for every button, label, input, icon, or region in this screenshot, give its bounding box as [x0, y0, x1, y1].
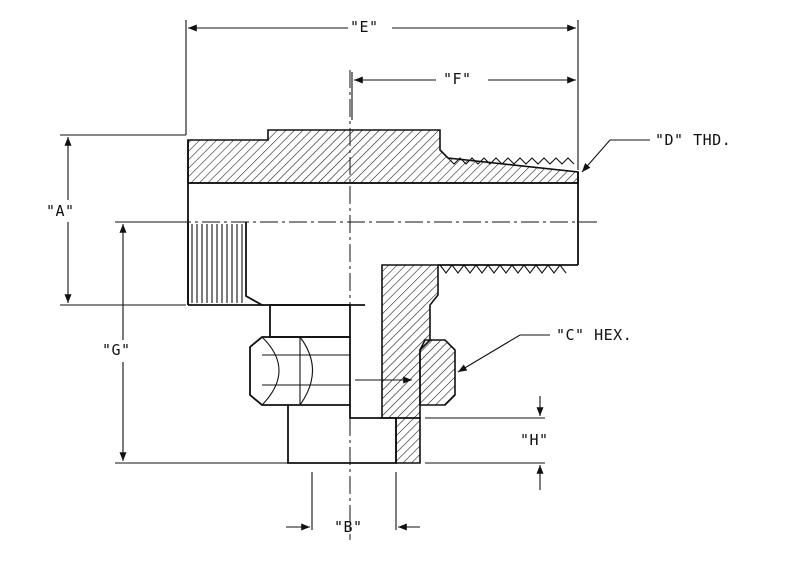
dimension-label-b: "B" — [334, 518, 363, 536]
lower-body — [287, 376, 412, 464]
fitting-body — [187, 129, 579, 464]
extension-lines — [60, 20, 579, 530]
internal-thread — [191, 224, 243, 303]
leader-lines — [457, 139, 650, 373]
dimension-label-g: "G" — [102, 341, 131, 359]
hex-label-c: "C" HEX. — [556, 326, 632, 344]
dimension-label-h: "H" — [520, 431, 549, 449]
dimension-label-a: "A" — [46, 202, 75, 220]
dimension-label-e: "E" — [350, 18, 379, 36]
hex-nut — [249, 304, 351, 406]
dimension-lines — [64, 24, 576, 531]
thread-label-d: "D" THD. — [655, 131, 731, 149]
dimension-label-f: "F" — [443, 70, 472, 88]
